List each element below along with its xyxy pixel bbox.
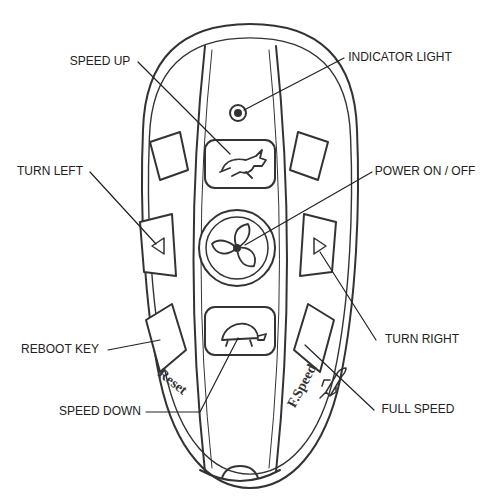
turtle-icon [222,324,266,346]
turn-left-button [140,214,176,276]
leader-line [146,338,238,412]
speed-up-button [205,140,275,188]
top-right-button [290,132,328,180]
reboot-button [146,304,186,372]
callout-label: SPEED DOWN [57,405,143,419]
bottom-notch [222,466,258,478]
indicator-light [230,105,246,121]
power-button-ring [206,217,268,279]
leader-line [108,340,160,350]
leader-line [245,172,372,245]
power-button [199,210,275,286]
callout-label: TURN RIGHT [383,333,461,347]
leader-line [90,172,156,244]
bottom-tab [200,470,280,481]
speed-down-button [205,307,275,355]
callout-label: POWER ON / OFF [373,165,478,179]
leader-line [320,252,376,340]
callout-label: SPEED UP [68,55,133,69]
left-arrow-symbol [152,238,164,254]
leader-line [138,62,230,154]
callout-label: REBOOT KEY [19,343,101,357]
rabbit-icon [220,150,266,178]
leader-line [244,58,344,110]
indicator-light-core [235,110,241,116]
center-band-right [276,46,287,472]
callout-label: FULL SPEED [380,403,457,417]
turn-right-button [300,214,336,276]
callout-label: INDICATOR LIGHT [346,51,454,65]
top-left-button [150,132,188,180]
full-speed-button [294,304,334,372]
callout-label: TURN LEFT [15,165,85,179]
fan-hub [234,245,240,251]
rocket-icon [320,368,346,398]
leader-lines [90,58,376,412]
